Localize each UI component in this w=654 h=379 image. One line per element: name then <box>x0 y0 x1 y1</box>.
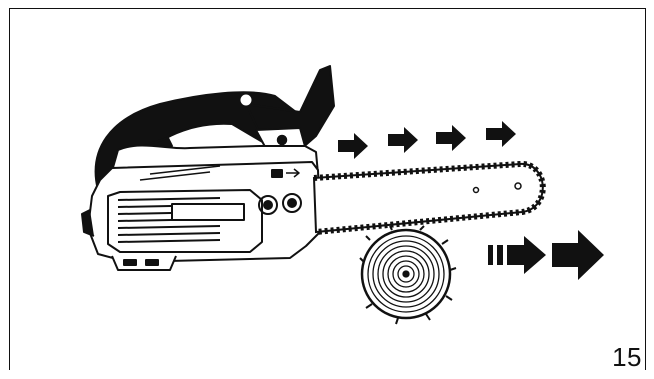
arrow-right-icon <box>338 133 368 159</box>
chainsaw-illustration <box>81 65 335 271</box>
arrow-right-icon <box>486 121 516 147</box>
figure-frame <box>9 8 646 370</box>
arrow-right-icon <box>388 127 418 153</box>
arrow-right-icon <box>436 125 466 151</box>
log-cross-section <box>359 225 457 325</box>
chain-direction-arrows <box>338 121 516 159</box>
page-number: 15 <box>612 342 642 372</box>
guide-bar <box>312 161 546 235</box>
double-arrow-right-icon <box>488 230 604 280</box>
